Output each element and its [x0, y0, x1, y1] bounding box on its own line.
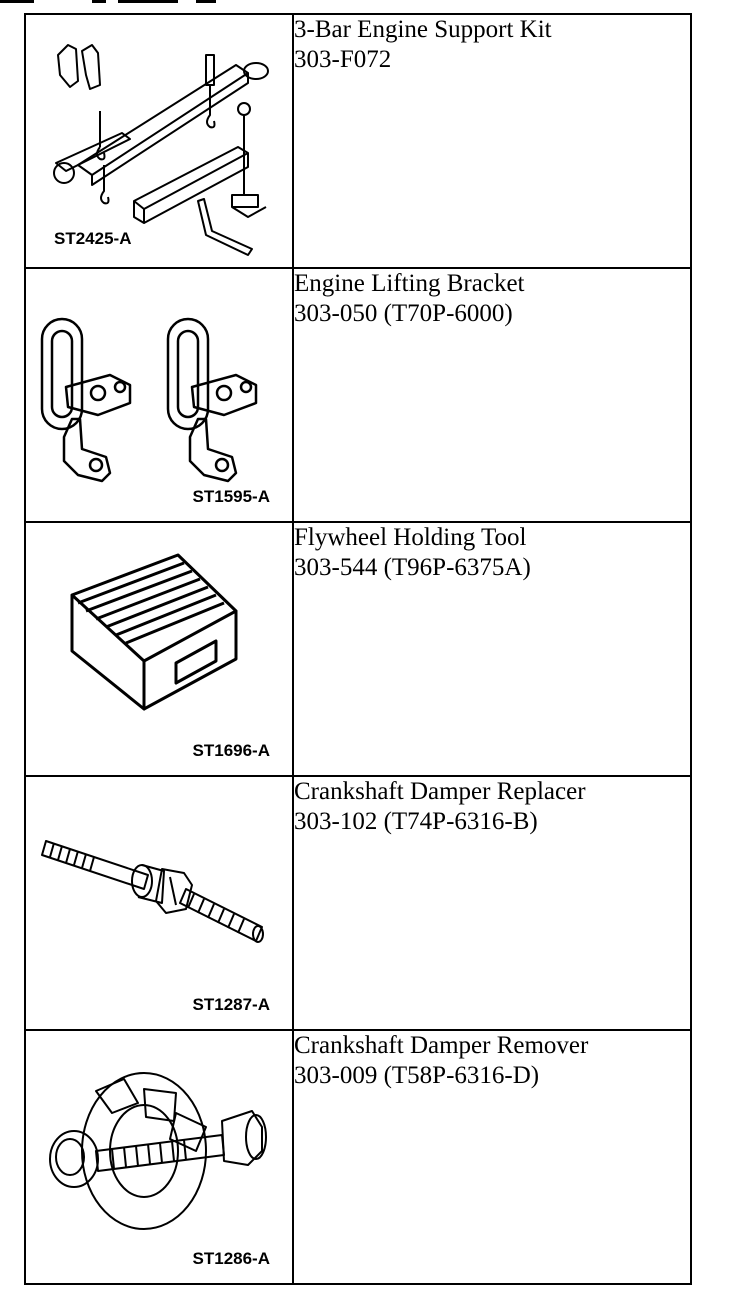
tool-name: Flywheel Holding Tool	[294, 524, 527, 551]
tool-name: Crankshaft Damper Remover	[294, 1032, 589, 1059]
tool-name: Engine Lifting Bracket	[294, 270, 525, 297]
tool-number: 303-102 (T74P-6316-B)	[294, 808, 538, 835]
tool-number: 303-F072	[294, 46, 392, 73]
tool-number: 303-050 (T70P-6000)	[294, 300, 513, 327]
tool-illustration-cell: ST1696-A	[24, 521, 294, 777]
illustration-code: ST1287-A	[192, 995, 270, 1014]
flywheel-holding-tool-icon	[26, 523, 292, 775]
tool-illustration-cell: ST1595-A	[24, 267, 294, 523]
tool-name: Crankshaft Damper Replacer	[294, 778, 586, 805]
tool-number: 303-009 (T58P-6316-D)	[294, 1062, 540, 1089]
tool-description-cell: Flywheel Holding Tool 303-544 (T96P-6375…	[292, 521, 692, 777]
special-tools-table: ST2425-A 3-Bar Engine Support Kit 303-F0…	[24, 13, 692, 1285]
table-row: ST1287-A Crankshaft Damper Replacer 303-…	[24, 775, 692, 1031]
table-row: ST1696-A Flywheel Holding Tool 303-544 (…	[24, 521, 692, 777]
three-bar-engine-support-kit-icon	[26, 15, 292, 267]
tool-description-cell: Engine Lifting Bracket 303-050 (T70P-600…	[292, 267, 692, 523]
table-row: ST1595-A Engine Lifting Bracket 303-050 …	[24, 267, 692, 523]
tool-description-cell: 3-Bar Engine Support Kit 303-F072	[292, 13, 692, 269]
illustration-code: ST2425-A	[54, 229, 132, 248]
illustration-code: ST1286-A	[192, 1249, 270, 1268]
illustration-code: ST1595-A	[192, 487, 270, 506]
table-row: ST2425-A 3-Bar Engine Support Kit 303-F0…	[24, 13, 692, 269]
crankshaft-damper-replacer-icon	[26, 777, 292, 1029]
tool-illustration-cell: ST2425-A	[24, 13, 294, 269]
illustration-code: ST1696-A	[192, 741, 270, 760]
cropped-header-remnant	[0, 0, 736, 14]
tool-illustration-cell: ST1286-A	[24, 1029, 294, 1285]
tool-number: 303-544 (T96P-6375A)	[294, 554, 531, 581]
table-row: ST1286-A Crankshaft Damper Remover 303-0…	[24, 1029, 692, 1285]
engine-lifting-bracket-icon	[26, 269, 292, 521]
crankshaft-damper-remover-icon	[26, 1031, 292, 1283]
tool-description-cell: Crankshaft Damper Remover 303-009 (T58P-…	[292, 1029, 692, 1285]
tool-description-cell: Crankshaft Damper Replacer 303-102 (T74P…	[292, 775, 692, 1031]
tool-illustration-cell: ST1287-A	[24, 775, 294, 1031]
tool-name: 3-Bar Engine Support Kit	[294, 16, 552, 43]
